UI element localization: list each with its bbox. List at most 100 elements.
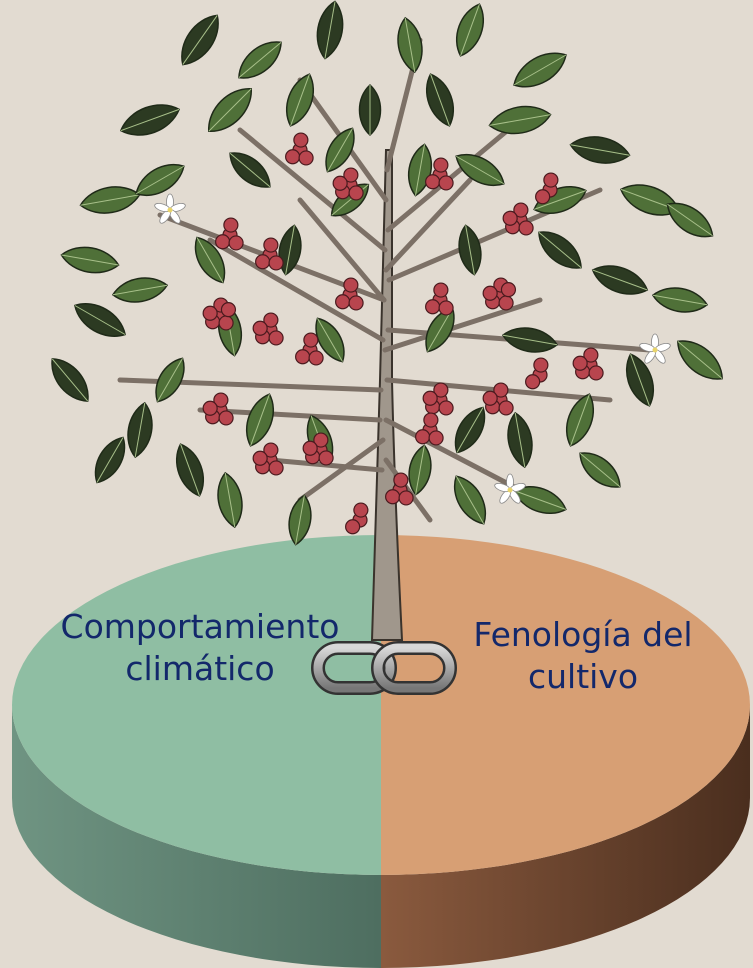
- berry-cluster: [202, 297, 237, 331]
- berry-cluster: [255, 237, 284, 271]
- berry: [263, 442, 279, 458]
- berry-cluster: [535, 172, 559, 205]
- berry: [493, 382, 509, 398]
- berry: [398, 490, 414, 506]
- berry: [433, 282, 449, 298]
- berry: [252, 450, 268, 466]
- leaf: [358, 83, 382, 137]
- berry: [438, 400, 454, 416]
- berry-cluster: [335, 277, 364, 311]
- label-fenologia-del-cultivo: Fenología del cultivo: [438, 614, 728, 698]
- berry-cluster: [482, 277, 517, 311]
- leaf: [591, 265, 649, 295]
- berry: [422, 390, 438, 406]
- leaf: [79, 186, 141, 214]
- berry: [308, 350, 324, 366]
- coffee-plant-illustration: [51, 0, 723, 641]
- berry-cluster: [385, 472, 414, 506]
- berry: [332, 175, 348, 191]
- leaves: [51, 0, 723, 546]
- berry: [268, 330, 284, 346]
- berry: [348, 295, 364, 311]
- berry: [385, 489, 401, 505]
- berry-cluster: [482, 382, 514, 416]
- flower: [494, 473, 526, 504]
- berry: [425, 174, 441, 190]
- leaf: [51, 358, 89, 402]
- berry: [285, 149, 301, 165]
- berry-cluster: [252, 442, 284, 476]
- berry-cluster: [332, 167, 364, 201]
- leaf: [507, 411, 533, 469]
- label-left-line2: climático: [125, 649, 275, 688]
- leaf: [566, 393, 594, 447]
- berry: [335, 294, 351, 310]
- leaf: [315, 317, 345, 363]
- label-comportamiento-climatico: Comportamiento climático: [30, 606, 370, 690]
- leaf: [426, 73, 454, 127]
- berry: [298, 150, 314, 166]
- berry: [220, 302, 237, 318]
- branch: [207, 237, 386, 343]
- branch: [297, 197, 387, 303]
- leaf: [135, 164, 185, 196]
- berry-cluster: [415, 412, 444, 446]
- berry: [525, 374, 541, 390]
- berry: [433, 382, 449, 398]
- berry: [228, 235, 244, 251]
- berry: [518, 220, 534, 236]
- leaf: [538, 231, 582, 269]
- pie-right-side: [381, 705, 750, 968]
- berry: [318, 450, 334, 466]
- leaf: [513, 52, 567, 88]
- leaf: [408, 444, 432, 496]
- pie-right-top: [381, 535, 750, 875]
- berry: [202, 400, 218, 416]
- chain-link-icon: [311, 641, 457, 695]
- leaf: [155, 357, 185, 403]
- berry: [438, 300, 454, 316]
- leaf: [579, 452, 621, 488]
- berry: [293, 132, 309, 148]
- berry: [498, 400, 514, 416]
- flower: [154, 193, 186, 224]
- berry: [353, 502, 369, 518]
- berry-cluster: [572, 347, 604, 381]
- leaf: [456, 3, 484, 57]
- branch: [383, 417, 523, 493]
- berry: [345, 519, 361, 535]
- berry-cluster: [345, 502, 369, 535]
- berry: [583, 347, 599, 363]
- berry: [218, 410, 234, 426]
- leaf: [677, 340, 723, 380]
- berry-cluster: [422, 382, 454, 416]
- berry: [500, 282, 517, 298]
- leaf: [74, 303, 126, 337]
- berry: [502, 210, 518, 226]
- berry: [533, 357, 549, 373]
- leaf: [288, 494, 312, 546]
- berry: [215, 234, 231, 250]
- leaf: [397, 16, 423, 74]
- leaf: [176, 443, 204, 497]
- pie-left-top: [12, 535, 381, 875]
- berry-cluster: [215, 217, 244, 251]
- leaf: [94, 436, 126, 484]
- berry: [255, 254, 271, 270]
- berry: [588, 365, 604, 381]
- leaf: [666, 202, 714, 238]
- leaf: [111, 277, 169, 303]
- berry: [343, 277, 359, 293]
- berry: [268, 255, 284, 271]
- berries: [202, 132, 604, 535]
- berry: [348, 185, 364, 201]
- leaf: [488, 105, 552, 135]
- leaf: [569, 136, 631, 164]
- leaf: [454, 475, 486, 525]
- leaf: [229, 152, 271, 188]
- label-right-line2: cultivo: [527, 657, 639, 696]
- berry: [425, 299, 441, 315]
- leaf: [208, 88, 252, 132]
- berry-cluster: [525, 357, 549, 390]
- leaf: [246, 393, 274, 447]
